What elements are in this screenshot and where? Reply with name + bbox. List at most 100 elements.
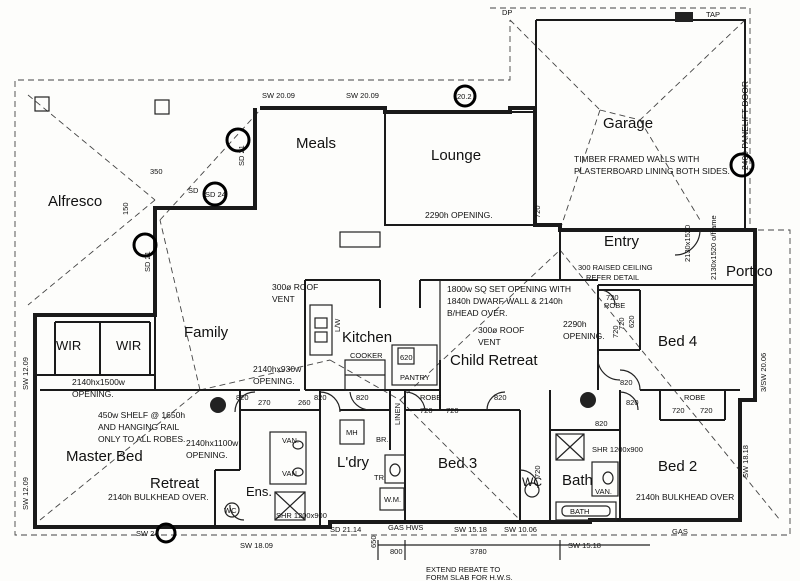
downpipe-marks (34, 12, 755, 544)
downpipe-sw-top-2: SW 20.09 (346, 91, 379, 100)
fixture-linen: LINEN (393, 403, 402, 425)
room-portico: Portico (726, 263, 773, 280)
fixture-van-2: VAN. (282, 469, 299, 478)
fixture-robe-1: ROBE (604, 301, 625, 310)
downpipe-sd-21b: SD 21 (143, 251, 152, 272)
fixture-robe-2: ROBE (420, 393, 441, 402)
room-entry: Entry (604, 233, 640, 250)
wc-pan (524, 482, 540, 498)
note-roof-vent-2: 300ø ROOF (478, 325, 524, 335)
note-entry-frame: 2130x1520 (683, 225, 692, 262)
fixture-tr: TR. (374, 473, 386, 482)
dim-720: 720 (617, 317, 626, 330)
fixture-bath-tub: BATH (570, 507, 589, 516)
roof-outline (14, 7, 791, 536)
downpipe-sw-top-1: SW 20.09 (262, 91, 295, 100)
fixture-wc: WC (224, 506, 237, 515)
note-garage-walls-1: TIMBER FRAMED WALLS WITH (574, 154, 699, 164)
fixture-mh: MH (346, 428, 358, 437)
room-kitchen: Kitchen (342, 329, 392, 346)
note-shelf-2: AND HANGING RAIL (98, 422, 180, 432)
note-portico-frame: 2130x1520 o/frame (709, 215, 718, 280)
fixture-wm: W.M. (384, 495, 401, 504)
fixture-gas-hws: GAS HWS (388, 523, 423, 532)
room-bath: Bath (562, 472, 593, 489)
dim-720-g: 720 (611, 325, 620, 338)
dim-720-side: 720 (533, 205, 542, 218)
note-ceiling-1: 300 RAISED CEILING (578, 263, 653, 272)
downpipe-sw-left-2: SW 12.09 (21, 477, 30, 510)
ens-shower (274, 491, 306, 521)
room-bed3: Bed 3 (438, 455, 477, 472)
note-set-opening-2: 1840h DWARF WALL & 2140h (447, 296, 563, 306)
fixture-dp: DP (502, 8, 512, 17)
note-ceiling-2: REFER DETAIL (586, 273, 639, 282)
fixtures (224, 231, 619, 521)
room-wir-1: WIR (56, 338, 81, 353)
dim-350: 350 (150, 167, 163, 176)
room-child-retreat: Child Retreat (450, 352, 538, 369)
fixture-robe-3: ROBE (684, 393, 705, 402)
external-walls (33, 19, 757, 529)
dim-820-c: 820 (356, 393, 369, 402)
dim-820-a: 820 (236, 393, 249, 402)
note-retreat-opening-2: OPENING. (186, 450, 228, 460)
room-bed4: Bed 4 (658, 333, 697, 350)
note-panelift: 2400 PANELIFT DOOR (740, 81, 750, 170)
note-family-opening-1: 2140hx930w (253, 364, 302, 374)
laundry-trough (339, 419, 365, 445)
note-retreat-opening-1: 2140hx1100w (186, 438, 239, 448)
dim-720-b: 720 (446, 406, 459, 415)
room-garage: Garage (603, 115, 653, 132)
dim-820-d: 820 (494, 393, 507, 402)
dim-620: 620 (627, 315, 636, 328)
note-child-opening-2: OPENING. (563, 331, 605, 341)
note-shelf-1: 450w SHELF @ 1650h (98, 410, 185, 420)
room-family: Family (184, 324, 229, 341)
bath-tub (555, 501, 617, 521)
room-laundry: L'dry (337, 454, 370, 471)
sink-bench (309, 304, 333, 356)
fixture-shr: SHR 1200x900 (592, 445, 643, 454)
downpipe-sw-bot-2: SD 21.14 (330, 525, 361, 534)
downpipe-sw-left-1: SW 12.09 (21, 357, 30, 390)
note-roof-vent-1b: VENT (272, 294, 295, 304)
note-child-opening-1: 2290h (563, 319, 587, 329)
note-bulkhead-1: 2140h BULKHEAD OVER. (108, 492, 209, 502)
dim-720-c: 720 (672, 406, 685, 415)
door-swings (229, 229, 701, 521)
fixture-van-3: VAN. (595, 487, 612, 496)
room-master-bed: Master Bed (66, 448, 143, 465)
dim-800: 800 (390, 547, 403, 556)
dim-260: 260 (298, 398, 311, 407)
note-slab-1: EXTEND REBATE TO (426, 565, 500, 574)
ens-wc (224, 502, 240, 518)
downpipe-sd-21a: SD 21 (237, 145, 246, 166)
fixture-tap: TAP (706, 10, 720, 19)
fixture-shr-ens: SHR 1200x900 (276, 511, 327, 520)
dim-720-d: 720 (700, 406, 713, 415)
note-set-opening-1: 1800w SQ SET OPENING WITH (447, 284, 571, 294)
fixture-br: BR. (376, 435, 389, 444)
dim-720-a: 720 (420, 406, 433, 415)
dim-650: 650 (369, 535, 378, 548)
dim-820-b: 820 (314, 393, 327, 402)
room-lounge: Lounge (431, 147, 481, 164)
downpipe-sw-bot-3: SW 15.18 (454, 525, 487, 534)
fixture-lw: L/W (333, 318, 342, 332)
note-lounge-opening: 2290h OPENING. (425, 210, 493, 220)
note-family-opening-2: OPENING. (253, 376, 295, 386)
note-set-opening-3: B/HEAD OVER. (447, 308, 507, 318)
dim-720-f: 720 (606, 293, 619, 302)
dim-820-e: 820 (620, 378, 633, 387)
internal-walls (35, 111, 755, 527)
downpipe-sw-bot-24: SW 24 (136, 529, 159, 538)
bath-shower (555, 433, 585, 461)
dim-150: 150 (121, 202, 130, 215)
ens-vanity (269, 431, 307, 485)
downpipe-sd-24: SD 24 (205, 190, 226, 199)
room-retreat: Retreat (150, 475, 200, 492)
fixture-sd: SD (188, 186, 199, 195)
note-master-opening-2: OPENING. (72, 389, 114, 399)
